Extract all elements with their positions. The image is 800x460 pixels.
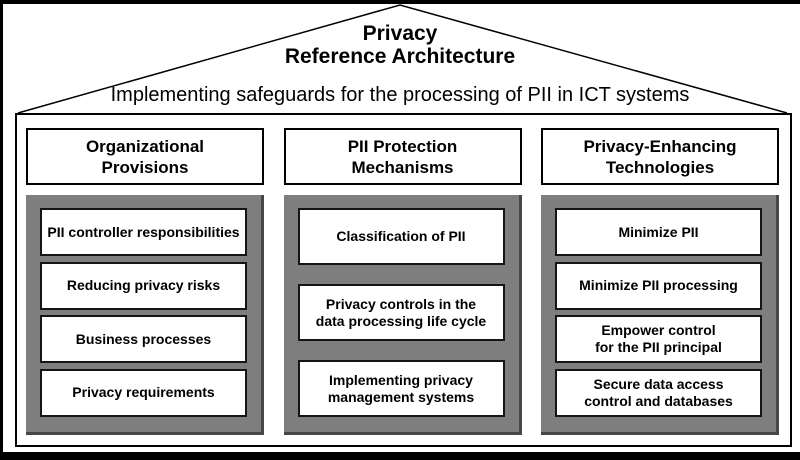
architecture-body: Organizational Provisions PII controller… (15, 113, 792, 447)
panel-item: Privacy requirements (40, 368, 247, 417)
diagram-title: Privacy Reference Architecture (284, 22, 516, 68)
panel-item: Secure data access control and databases (555, 368, 762, 417)
top-border-bar (0, 0, 800, 4)
diagram-subtitle: Implementing safeguards for the processi… (110, 84, 690, 106)
column-header: PII Protection Mechanisms (283, 128, 522, 185)
column-panel: Classification of PII Privacy controls i… (283, 195, 522, 435)
panel-item: Business processes (40, 315, 247, 364)
panel-item: Reducing privacy risks (40, 261, 247, 310)
roof-outline (17, 4, 788, 114)
bottom-border-bar (0, 452, 800, 460)
column-header: Privacy-Enhancing Technologies (541, 128, 779, 185)
column-organizational-provisions: Organizational Provisions PII controller… (26, 128, 264, 445)
column-panel: PII controller responsibilities Reducing… (26, 195, 264, 435)
panel-item: Privacy controls in the data processing … (297, 284, 505, 341)
panel-item: Empower control for the PII principal (555, 315, 762, 364)
left-border-bar (0, 0, 3, 460)
column-privacy-enhancing-technologies: Privacy-Enhancing Technologies Minimize … (541, 128, 779, 445)
column-header: Organizational Provisions (26, 128, 264, 185)
panel-item: Implementing privacy management systems (297, 360, 505, 417)
column-panel: Minimize PII Minimize PII processing Emp… (541, 195, 779, 435)
panel-item: PII controller responsibilities (40, 208, 247, 256)
panel-item: Minimize PII (555, 208, 762, 256)
column-pii-protection-mechanisms: PII Protection Mechanisms Classification… (283, 128, 522, 445)
panel-item: Minimize PII processing (555, 261, 762, 310)
panel-item: Classification of PII (297, 208, 505, 265)
